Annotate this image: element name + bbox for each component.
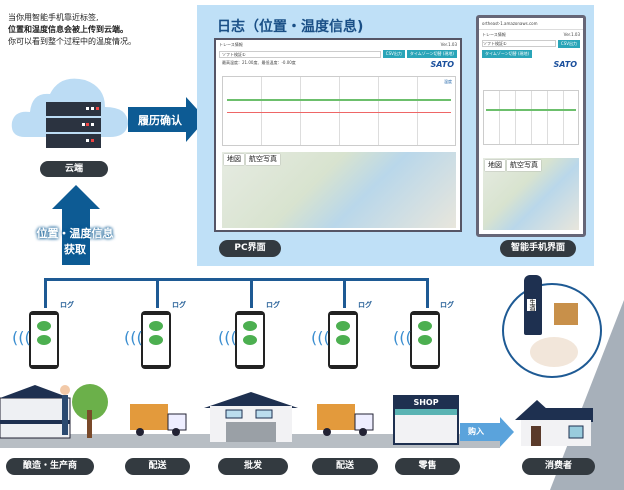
log-label: ログ (266, 301, 280, 309)
satellite-tab[interactable]: 航空写真 (246, 154, 280, 165)
intro-line: 位置和温度信息会被上传到云端。 (8, 25, 128, 34)
buy-label: 购入 (468, 427, 484, 436)
temperature-line (227, 99, 451, 101)
delivery-truck-icon (317, 404, 374, 436)
sato-logo: SATO (553, 60, 577, 69)
buy-arrow-icon (460, 417, 514, 447)
nfc-wave-icon: ((( (12, 328, 31, 347)
temperature-line (486, 109, 576, 111)
stage-label: 配送 (125, 458, 190, 475)
nfc-wave-icon: ((( (124, 328, 143, 347)
intro-line: 当你用智能手机靠近标签, (8, 13, 99, 22)
temperature-chart: 温度 (222, 76, 456, 146)
arrow-up-line: 位置・温度信息 (36, 227, 114, 240)
warehouse-icon (204, 392, 298, 442)
app-title: トレース情報 (482, 32, 506, 37)
nfc-wave-icon: ((( (311, 328, 330, 347)
shop-sign: SHOP (395, 397, 457, 409)
smartphone-icon (141, 311, 171, 369)
nfc-wave-icon: ((( (218, 328, 237, 347)
smartphone-icon (235, 311, 265, 369)
arrow-up-line: 获取 (64, 243, 86, 256)
network-drop (44, 278, 47, 308)
csv-button[interactable]: CSV出力 (382, 50, 405, 58)
threshold-line (227, 112, 451, 113)
log-label: ログ (60, 301, 74, 309)
sato-logo: SATO (430, 60, 454, 69)
map-tab[interactable]: 地図 (224, 154, 244, 165)
smartphone-icon (29, 311, 59, 369)
house-icon (515, 400, 593, 446)
sake-label: 生酒 (527, 299, 536, 311)
stage-label: 零售 (395, 458, 460, 475)
cloud-server-icon (11, 78, 128, 148)
smartphone-icon (410, 311, 440, 369)
network-line (44, 278, 429, 281)
panel-title: 日志（位置・温度信息) (217, 19, 364, 35)
satellite-tab[interactable]: 航空写真 (507, 160, 541, 171)
stage-label: 配送 (312, 458, 378, 475)
search-input[interactable]: ソフト検証① (482, 40, 556, 47)
version: Ver.1.03 (440, 42, 457, 47)
delivery-truck-icon (130, 404, 187, 436)
brewery-icon (0, 384, 108, 439)
log-label: ログ (172, 301, 186, 309)
stage-label: 批发 (218, 458, 288, 475)
network-drop (343, 278, 346, 308)
stage-label: 消费者 (522, 458, 595, 475)
arrow-right-icon (128, 97, 206, 142)
arrow-up-icon (52, 185, 100, 265)
map-view[interactable]: 地図航空写真 (222, 152, 456, 228)
stage-label: 酿造・生产商 (6, 458, 94, 475)
intro-text: 当你用智能手机靠近标签, 位置和温度信息会被上传到云端。 你可以看到整个过程中的… (8, 12, 136, 48)
map-tab[interactable]: 地図 (485, 160, 505, 171)
arrow-up-label: 位置・温度信息 获取 (25, 225, 125, 257)
network-drop (426, 278, 429, 308)
app-title: トレース情報 (219, 42, 243, 47)
nfc-wave-icon: ((( (393, 328, 412, 347)
phone-label: 智能手机界面 (500, 240, 576, 257)
pc-label: PC界面 (219, 240, 281, 257)
csv-button[interactable]: CSV出力 (557, 40, 580, 48)
cloud-label: 云端 (40, 161, 108, 177)
network-drop (250, 278, 253, 308)
timezone-button[interactable]: タイムゾーン切替 (現地) (482, 50, 533, 58)
legend: 温度 (444, 79, 452, 84)
search-input[interactable]: ソフト検証① (219, 50, 381, 58)
network-drop (156, 278, 159, 308)
log-label: ログ (358, 301, 372, 309)
log-label: ログ (440, 301, 454, 309)
smartphone-icon (328, 311, 358, 369)
intro-line: 你可以看到整个过程中的温度情况。 (8, 37, 136, 46)
shop-icon: SHOP (393, 395, 459, 445)
map-view[interactable]: 地図航空写真 (483, 158, 579, 230)
history-check-label: 履历确认 (138, 114, 182, 127)
url-bar[interactable]: ortheast-1.amazonaws.com (479, 18, 583, 30)
version: Ver.1.03 (563, 32, 580, 37)
temperature-info: 最高温度：21.00度、最低温度：-0.00度 (222, 60, 296, 65)
product-bubble: 生酒 (502, 275, 602, 378)
timezone-button[interactable]: タイムゾーン切替 (現地) (406, 50, 457, 58)
temperature-chart (483, 90, 579, 145)
